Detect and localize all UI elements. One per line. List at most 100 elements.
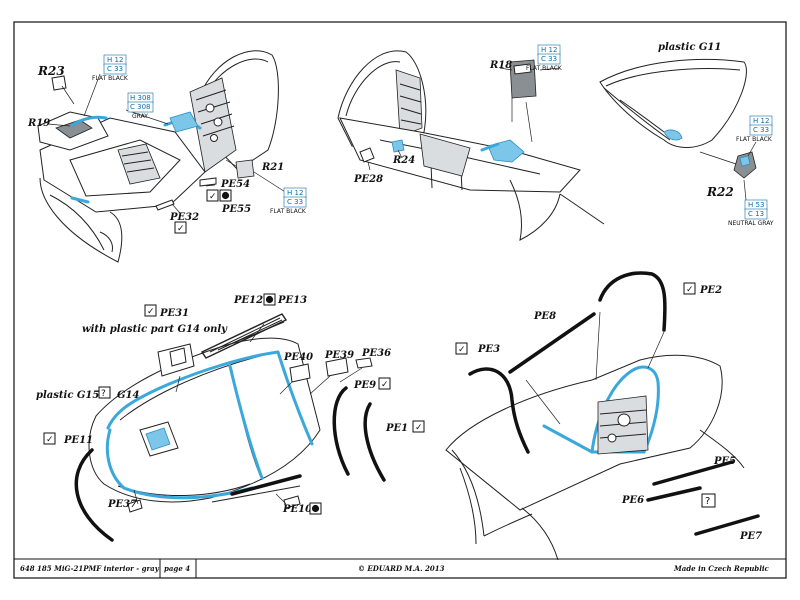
part-pe3: [468, 367, 530, 454]
pe-blue-1a: [70, 115, 108, 127]
label-pe7: PE7: [739, 531, 762, 542]
part-pe36: [355, 357, 373, 369]
label-pe36: PE36: [361, 348, 391, 359]
question-box-g15: [98, 386, 111, 399]
instrument-panel: [189, 77, 237, 173]
question-mark: ?: [705, 496, 710, 507]
question-box-pe6: [701, 493, 716, 508]
callout-name: NEUTRAL GRAY: [728, 220, 774, 227]
check-mark: ✓: [46, 435, 54, 445]
label-pe32: PE32: [169, 212, 199, 223]
callout-h: H 53: [748, 201, 764, 209]
label-pe3: PE3: [477, 344, 500, 355]
callout-c: C 33: [287, 198, 303, 206]
callout-h: H 12: [541, 46, 557, 54]
fold-icon: [221, 191, 230, 200]
part-pe1: [363, 402, 386, 482]
label-pe12: PE12: [233, 295, 263, 306]
part-r23: [51, 75, 67, 91]
label-pe5: PE5: [713, 456, 736, 467]
rear-fuselage: [445, 354, 723, 511]
part-pe37: [127, 499, 143, 513]
callout-name: FLAT BLACK: [736, 136, 773, 143]
step-2-rear-cockpit: [337, 50, 605, 241]
check-box-pe54: [206, 189, 219, 202]
part-pe10: [283, 495, 301, 509]
check-box-pe9: [378, 377, 391, 390]
label-pe28: PE28: [353, 174, 383, 185]
part-r21: [235, 159, 255, 179]
callout-name: GRAY: [132, 113, 148, 120]
footer-origin: Made in Czech Republic: [673, 564, 770, 573]
label-pe54: PE54: [220, 179, 250, 190]
check-box-pe31: [144, 304, 157, 317]
question-mark: ?: [101, 389, 106, 399]
part-pe28: [359, 147, 375, 163]
check-mark: ✓: [209, 192, 217, 202]
note-plastic-g11: plastic G11: [658, 42, 721, 53]
label-pe6: PE6: [621, 495, 644, 506]
label-pe2: PE2: [699, 285, 722, 296]
label-pe1: PE1: [385, 423, 408, 434]
callout-h: H 308: [130, 94, 151, 102]
footer-copyright: © EDUARD M.A. 2013: [358, 564, 445, 573]
symbol-boxes: ✓ ✓ ✓ ✓ ✓ ? ✓ ✓ ✓ ?: [43, 189, 716, 515]
callout-h: H 12: [287, 189, 303, 197]
check-box-pe3: [455, 342, 468, 355]
callout-h: H 12: [107, 56, 123, 64]
part-pe40: [289, 363, 311, 383]
callout-c: C 33: [541, 55, 557, 63]
label-pe10: PE10: [282, 504, 312, 515]
sheet-frame: [13, 21, 787, 579]
fold-icon: [311, 504, 320, 513]
step-1-forward-cockpit: [37, 50, 291, 263]
color-callout-4: H 12 C 33 FLAT BLACK: [526, 44, 563, 72]
labels: R23 R19 R21 PE54 PE55 PE32 R18 R24 PE28 …: [27, 42, 762, 542]
footer-page: page 4: [164, 564, 190, 573]
part-pe9: [332, 386, 350, 476]
check-mark: ✓: [381, 380, 389, 390]
label-pe37: PE37: [107, 499, 137, 510]
label-pe55: PE55: [221, 204, 251, 215]
callout-name: FLAT BLACK: [270, 208, 307, 215]
label-r22: R22: [706, 185, 734, 199]
check-mark: ✓: [415, 423, 423, 433]
callout-name: FLAT BLACK: [526, 65, 563, 72]
callout-c: C 13: [748, 210, 764, 218]
check-box-pe11: [43, 432, 56, 445]
step-5-windscreen: [445, 271, 760, 561]
label-r18: R18: [489, 60, 512, 71]
footer-kit: 648 185 MiG-21PMF interior - gray: [20, 564, 160, 573]
footer: 648 185 MiG-21PMF interior - gray page 4…: [14, 558, 786, 578]
check-mark: ✓: [177, 224, 185, 234]
check-box-pe2: [683, 282, 696, 295]
label-pe13: PE13: [277, 295, 307, 306]
callout-h: H 12: [753, 117, 769, 125]
part-pe11: [74, 448, 114, 542]
color-callout-3: H 12 C 33 FLAT BLACK: [270, 187, 307, 215]
part-pe2: [598, 271, 667, 332]
color-callout-6: H 53 C 13 NEUTRAL GRAY: [728, 199, 774, 227]
label-pe8: PE8: [533, 311, 556, 322]
step-4-canopy-frame: [74, 313, 386, 542]
label-pe11: PE11: [63, 435, 93, 446]
part-pe7: [694, 514, 760, 536]
part-pe12: [200, 313, 288, 359]
label-pe40: PE40: [283, 352, 313, 363]
callout-name: FLAT BLACK: [92, 75, 129, 82]
check-mark: ✓: [686, 285, 694, 295]
label-r23: R23: [37, 64, 65, 78]
part-pe5: [652, 460, 734, 486]
color-callout-2: H 308 C 308 GRAY: [127, 92, 154, 120]
label-r24: R24: [392, 155, 415, 166]
check-box-pe1: [412, 420, 425, 433]
callout-c: C 33: [753, 126, 769, 134]
pe-blue-frame: [106, 350, 280, 430]
color-callout-5: H 12 C 33 FLAT BLACK: [736, 115, 773, 143]
note-plastic-g15: plastic G15: [36, 390, 99, 401]
label-r21: R21: [261, 162, 284, 173]
canopy-g11: [599, 59, 747, 148]
part-pe39: [325, 357, 349, 377]
label-r19: R19: [27, 118, 50, 129]
